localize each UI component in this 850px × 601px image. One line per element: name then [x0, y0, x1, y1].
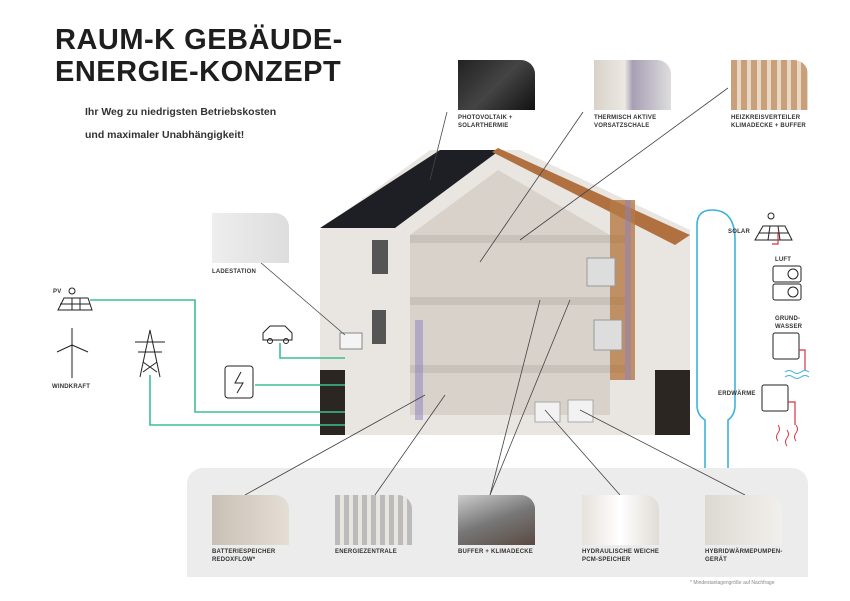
- charging-station-label: LADESTATION: [212, 269, 256, 275]
- wind-label: WINDKRAFT: [52, 384, 91, 390]
- car-icon: [262, 325, 293, 344]
- power-pylon-icon: [135, 329, 165, 378]
- bottom-label-energy-center: ENERGIEZENTRALE: [335, 549, 398, 555]
- groundwater-label: GRUND-WASSER: [775, 316, 803, 330]
- manifold-thumbnail: [731, 60, 808, 110]
- pv-thumbnail: [458, 60, 535, 110]
- groundwater-unit-icon: [772, 332, 800, 360]
- hydraulic-thumbnail: [582, 495, 659, 545]
- geothermal-label: ERDWÄRME: [718, 391, 756, 397]
- heat-pump-thumbnail: [705, 495, 782, 545]
- sun-icon: [767, 212, 775, 220]
- air-fan-icon: [772, 283, 802, 301]
- solar-label: SOLAR: [728, 229, 750, 235]
- battery-thumbnail: [212, 495, 289, 545]
- power-lines: [90, 299, 345, 426]
- sun-icon: [68, 287, 76, 295]
- pv-panel-icon: [57, 297, 93, 311]
- bottom-label-buffer: BUFFER + KLIMADECKE: [458, 549, 533, 555]
- water-waves-icon: [784, 370, 810, 379]
- page-title: RAUM-K GEBÄUDE-ENERGIE-KONZEPT: [55, 24, 343, 88]
- inverter-icon: [224, 365, 254, 399]
- buffer-thumbnail: [458, 495, 535, 545]
- energy-center-thumbnail: [335, 495, 412, 545]
- bottom-label-heat-pump: HYBRIDWÄRMEPUMPEN-GERÄT: [705, 549, 783, 563]
- footnote: * Mindestanlagengröße auf Nachfrage: [690, 580, 775, 586]
- house-illustration: [320, 148, 690, 435]
- top-label-pv: PHOTOVOLTAIK +SOLARTHERMIE: [458, 115, 513, 129]
- heat-waves-icon: [776, 424, 798, 447]
- solar-panel-icon: [754, 225, 793, 241]
- heat-pump-loop: [696, 209, 736, 468]
- thermal-wall-thumbnail: [594, 60, 671, 110]
- air-fan-icon: [772, 265, 802, 283]
- air-label: LUFT: [775, 257, 792, 263]
- callout-lines: [244, 87, 746, 496]
- pv-label: PV: [53, 289, 62, 295]
- windmill-icon: [56, 328, 89, 378]
- charging-station-thumbnail: [212, 213, 289, 263]
- geothermal-unit-icon: [761, 384, 789, 412]
